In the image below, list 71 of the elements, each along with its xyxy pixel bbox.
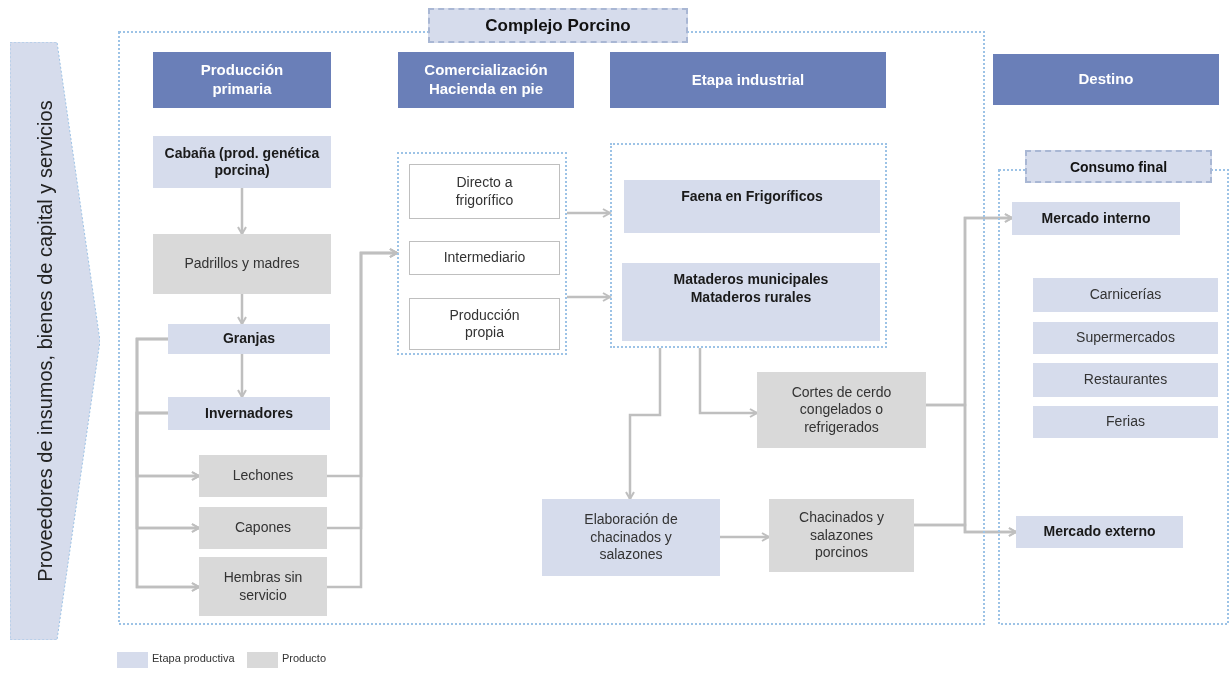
- channel-box: [409, 241, 560, 275]
- node-label: Etapa industrial: [691, 70, 805, 90]
- product-box: [199, 507, 327, 549]
- stage-box: [622, 263, 880, 341]
- arrow: [237, 294, 247, 325]
- node-label: Elaboración de chacinados y salazones: [583, 511, 679, 564]
- legend-label: Etapa productiva: [152, 652, 235, 664]
- group-frame: [998, 150, 1229, 625]
- product-box: [153, 234, 331, 294]
- stage-box: [168, 324, 330, 354]
- column-header: [398, 52, 574, 108]
- stage-box: [1033, 406, 1218, 438]
- node-label: Granjas: [222, 330, 276, 348]
- column-header: [153, 52, 331, 108]
- node-label: Comercialización Hacienda en pie: [423, 61, 549, 99]
- group-frame: [397, 152, 567, 355]
- stage-box: [1016, 516, 1183, 548]
- node-label: Lechones: [232, 467, 294, 485]
- channel-box: [409, 298, 560, 350]
- arrow: [567, 208, 611, 218]
- node-label: Carnicerías: [1089, 286, 1162, 304]
- stage-box: [168, 397, 330, 430]
- legend-label: Producto: [282, 652, 327, 664]
- stage-box: [1012, 202, 1180, 235]
- node-label: Invernadores: [205, 404, 293, 423]
- product-box: [199, 455, 327, 497]
- arrow: [327, 248, 398, 589]
- node-label: Cortes de cerdo congelados o refrigerados: [790, 383, 893, 437]
- column-header: [993, 54, 1219, 105]
- column-header: [610, 52, 886, 108]
- arrow: [698, 348, 758, 418]
- arrow: [135, 411, 200, 592]
- node-label: Producción primaria: [199, 61, 285, 99]
- node-label: Producción propia: [448, 306, 521, 342]
- stage-box: [1033, 322, 1218, 354]
- arrow: [567, 292, 611, 302]
- node-label: Directo a frigorífico: [454, 174, 515, 209]
- group-title: Consumo final: [1025, 150, 1212, 183]
- node-label: Cabaña (prod. genética porcina): [163, 144, 321, 180]
- group-frame: [118, 8, 985, 625]
- node-label: Destino: [1078, 70, 1134, 89]
- node-label: Mercado interno: [1041, 209, 1151, 228]
- arrow: [237, 354, 247, 398]
- product-box: [757, 372, 926, 448]
- node-label: Hembras sin servicio: [222, 569, 304, 604]
- node-label: Capones: [234, 519, 291, 537]
- arrow: [720, 532, 770, 542]
- arrow: [625, 348, 662, 500]
- node-label: Mercado externo: [1043, 523, 1156, 541]
- stage-box: [1033, 363, 1218, 397]
- node-label: Chacinados y salazones porcinos: [798, 509, 885, 562]
- product-box: [199, 557, 327, 616]
- stage-box: [542, 499, 720, 576]
- node-label: Mataderos municipales Mataderos rurales: [672, 271, 830, 306]
- group-title: Complejo Porcino: [428, 8, 688, 43]
- stage-box: [1033, 278, 1218, 312]
- node-label: Padrillos y madres: [184, 255, 300, 273]
- chevron-band: [10, 42, 100, 640]
- node-label: Restaurantes: [1083, 371, 1168, 389]
- arrow: [237, 188, 247, 235]
- node-label: Faena en Frigoríficos: [681, 188, 823, 206]
- group-frame: [610, 143, 887, 348]
- node-label: Intermediario: [443, 249, 526, 267]
- vertical-label: Proveedores de insumos, bienes de capital y servicios: [33, 99, 57, 584]
- channel-box: [409, 164, 560, 219]
- arrow: [914, 523, 1017, 537]
- node-label: Supermercados: [1076, 329, 1175, 347]
- stage-box: [624, 180, 880, 233]
- product-box: [769, 499, 914, 572]
- stage-box: [153, 136, 331, 188]
- node-label: Ferias: [1106, 413, 1145, 431]
